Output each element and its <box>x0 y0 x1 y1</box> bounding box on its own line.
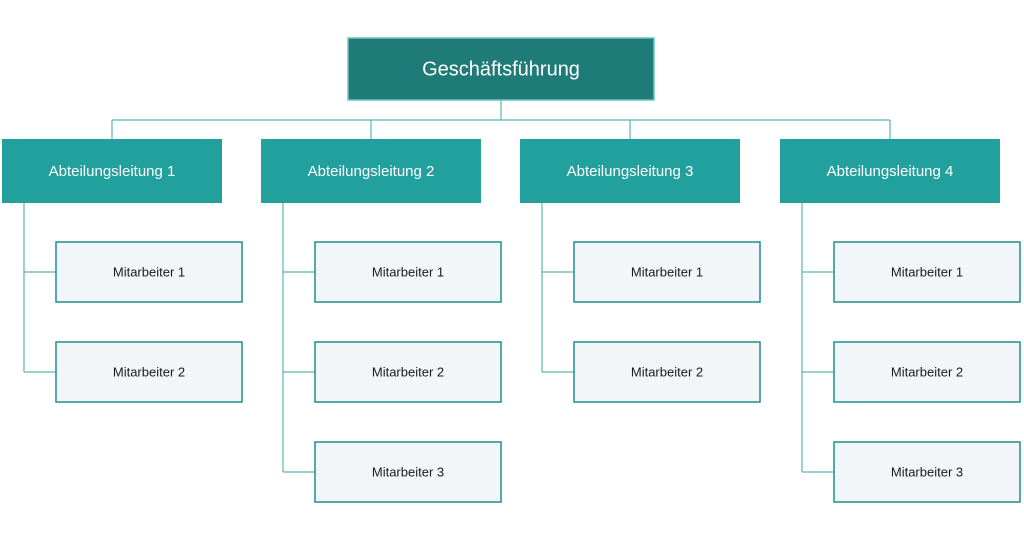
employee-box <box>833 241 1021 303</box>
employee-node: Mitarbeiter 2 <box>314 341 502 403</box>
employee-box <box>314 441 502 503</box>
employee-label: Mitarbeiter 2 <box>113 364 185 379</box>
department-box <box>2 139 222 203</box>
department-4: Abteilungsleitung 4 <box>780 139 1000 203</box>
employee-label: Mitarbeiter 2 <box>891 364 963 379</box>
employee-label: Mitarbeiter 1 <box>372 264 444 279</box>
employee-node: Mitarbeiter 1 <box>573 241 761 303</box>
employee-node: Mitarbeiter 3 <box>833 441 1021 503</box>
employee-node: Mitarbeiter 1 <box>314 241 502 303</box>
department-2: Abteilungsleitung 2 <box>261 139 481 203</box>
employees: Mitarbeiter 1 Mitarbeiter 2 Mitarbeiter 1 M… <box>55 241 1021 503</box>
employee-label: Mitarbeiter 1 <box>113 264 185 279</box>
department-label: Abteilungsleitung 2 <box>308 163 435 180</box>
employee-label: Mitarbeiter 3 <box>891 464 963 479</box>
employee-box <box>833 441 1021 503</box>
employee-label: Mitarbeiter 3 <box>372 464 444 479</box>
employee-label: Mitarbeiter 1 <box>631 264 703 279</box>
employee-box <box>55 241 243 303</box>
employee-label: Mitarbeiter 2 <box>631 364 703 379</box>
department-1: Abteilungsleitung 1 <box>2 139 222 203</box>
department-box <box>520 139 740 203</box>
employee-box <box>314 241 502 303</box>
connectors <box>23 100 891 473</box>
departments: Abteilungsleitung 1 Abteilungsleitung 2 Ab… <box>2 139 1000 203</box>
department-3: Abteilungsleitung 3 <box>520 139 740 203</box>
employee-node: Mitarbeiter 3 <box>314 441 502 503</box>
employee-box <box>573 241 761 303</box>
top-node-box <box>347 37 655 101</box>
employee-label: Mitarbeiter 1 <box>891 264 963 279</box>
top-node: Geschäftsführung <box>347 37 655 101</box>
top-node-label: Geschäftsführung <box>422 58 580 80</box>
employee-node: Mitarbeiter 1 <box>833 241 1021 303</box>
employee-box <box>573 341 761 403</box>
department-label: Abteilungsleitung 4 <box>827 163 954 180</box>
employee-node: Mitarbeiter 2 <box>833 341 1021 403</box>
employee-node: Mitarbeiter 2 <box>573 341 761 403</box>
department-box <box>780 139 1000 203</box>
department-label: Abteilungsleitung 3 <box>567 163 694 180</box>
department-label: Abteilungsleitung 1 <box>49 163 176 180</box>
employee-label: Mitarbeiter 2 <box>372 364 444 379</box>
employee-box <box>55 341 243 403</box>
employee-node: Mitarbeiter 1 <box>55 241 243 303</box>
employee-node: Mitarbeiter 2 <box>55 341 243 403</box>
employee-box <box>314 341 502 403</box>
employee-box <box>833 341 1021 403</box>
department-box <box>261 139 481 203</box>
